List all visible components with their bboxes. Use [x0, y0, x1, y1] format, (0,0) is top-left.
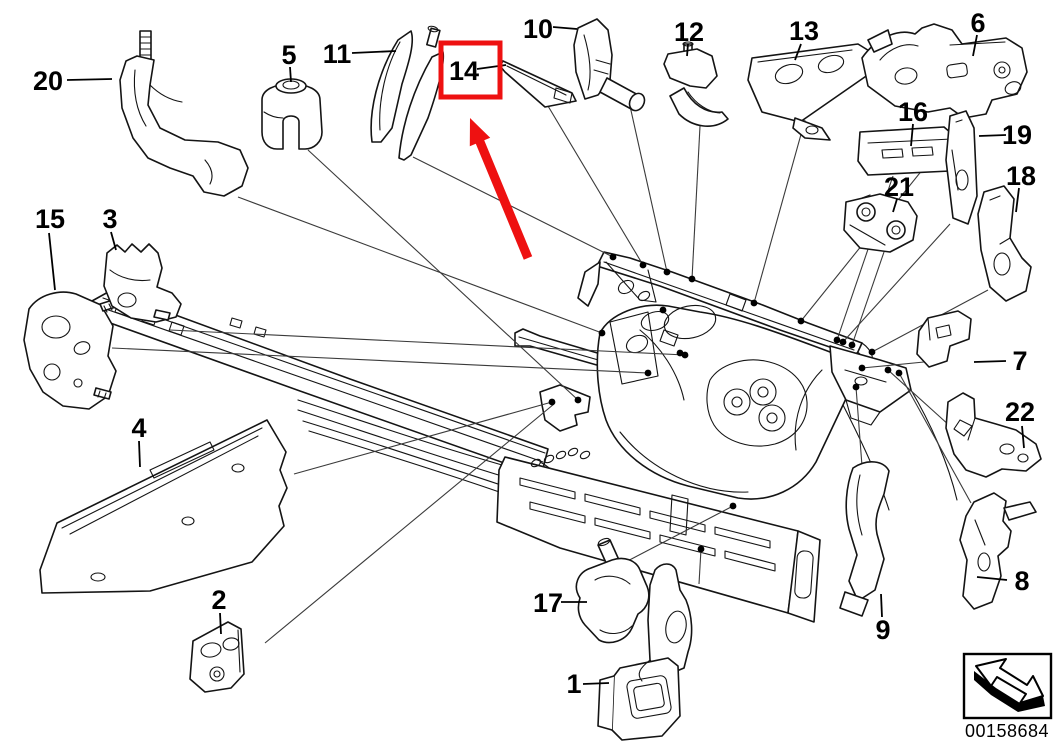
callout-1[interactable]: 1 — [566, 669, 581, 699]
callout-17[interactable]: 17 — [533, 588, 563, 618]
callout-12[interactable]: 12 — [674, 17, 704, 47]
connection-dots — [215, 253, 903, 553]
callout-15[interactable]: 15 — [35, 204, 65, 234]
part-drawing-4 — [39, 419, 288, 594]
part-drawing-11 — [370, 25, 445, 161]
callout-11[interactable]: 11 — [323, 39, 352, 69]
step-bracket — [539, 384, 591, 432]
callout-19[interactable]: 19 — [1002, 120, 1032, 150]
right-mounting-plate — [829, 345, 958, 511]
highlight-box-14 — [438, 40, 503, 100]
callout-6[interactable]: 6 — [970, 8, 985, 38]
part-drawing-3 — [103, 243, 182, 323]
diagram-stamp: 00158684 — [962, 652, 1053, 741]
part-drawing-17 — [575, 537, 650, 644]
callout-8[interactable]: 8 — [1014, 566, 1029, 596]
callout-21[interactable]: 21 — [884, 172, 914, 202]
upper-support-bar — [577, 251, 874, 373]
part-drawing-6 — [861, 23, 1028, 119]
callout-2[interactable]: 2 — [211, 585, 226, 615]
callout-3[interactable]: 3 — [102, 204, 117, 234]
callout-20[interactable]: 20 — [33, 66, 63, 96]
part-drawing-2 — [189, 621, 245, 693]
callout-22[interactable]: 22 — [1005, 397, 1035, 427]
part-drawing-1 — [597, 563, 693, 741]
callout-13[interactable]: 13 — [789, 16, 819, 46]
body-assembly-drawing — [87, 251, 958, 623]
part-drawing-20 — [119, 30, 249, 197]
part-drawing-13 — [747, 43, 880, 141]
callout-18[interactable]: 18 — [1006, 161, 1036, 191]
part-drawings — [23, 18, 1042, 741]
part-drawing-15 — [23, 291, 120, 410]
callout-labels: 1 2 3 4 5 6 7 8 9 10 11 12 13 14 15 16 1… — [33, 8, 1036, 699]
callout-5[interactable]: 5 — [281, 40, 296, 70]
part-drawing-5 — [261, 78, 323, 150]
part-drawing-19 — [945, 110, 978, 225]
diagram-number: 00158684 — [965, 721, 1049, 741]
callout-9[interactable]: 9 — [875, 615, 890, 645]
callout-10[interactable]: 10 — [523, 14, 553, 44]
part-drawing-21 — [843, 193, 918, 253]
part-drawing-16 — [857, 126, 966, 176]
callout-7[interactable]: 7 — [1012, 346, 1027, 376]
highlight-annotations — [438, 40, 533, 260]
part-drawing-18 — [977, 185, 1032, 302]
part-drawing-10 — [573, 18, 646, 112]
part-drawing-9 — [839, 461, 890, 617]
part-drawing-7 — [916, 310, 972, 368]
callout-16[interactable]: 16 — [898, 97, 928, 127]
part-drawing-22 — [945, 392, 1042, 478]
callout-14[interactable]: 14 — [449, 56, 479, 86]
callout-4[interactable]: 4 — [131, 413, 146, 443]
part-drawing-14 — [499, 60, 577, 108]
highlight-pointer-arrow — [469, 118, 533, 260]
direction-arrow-icon — [974, 658, 1045, 712]
part-drawing-12 — [663, 41, 729, 127]
callout-dashes — [48, 26, 1025, 685]
